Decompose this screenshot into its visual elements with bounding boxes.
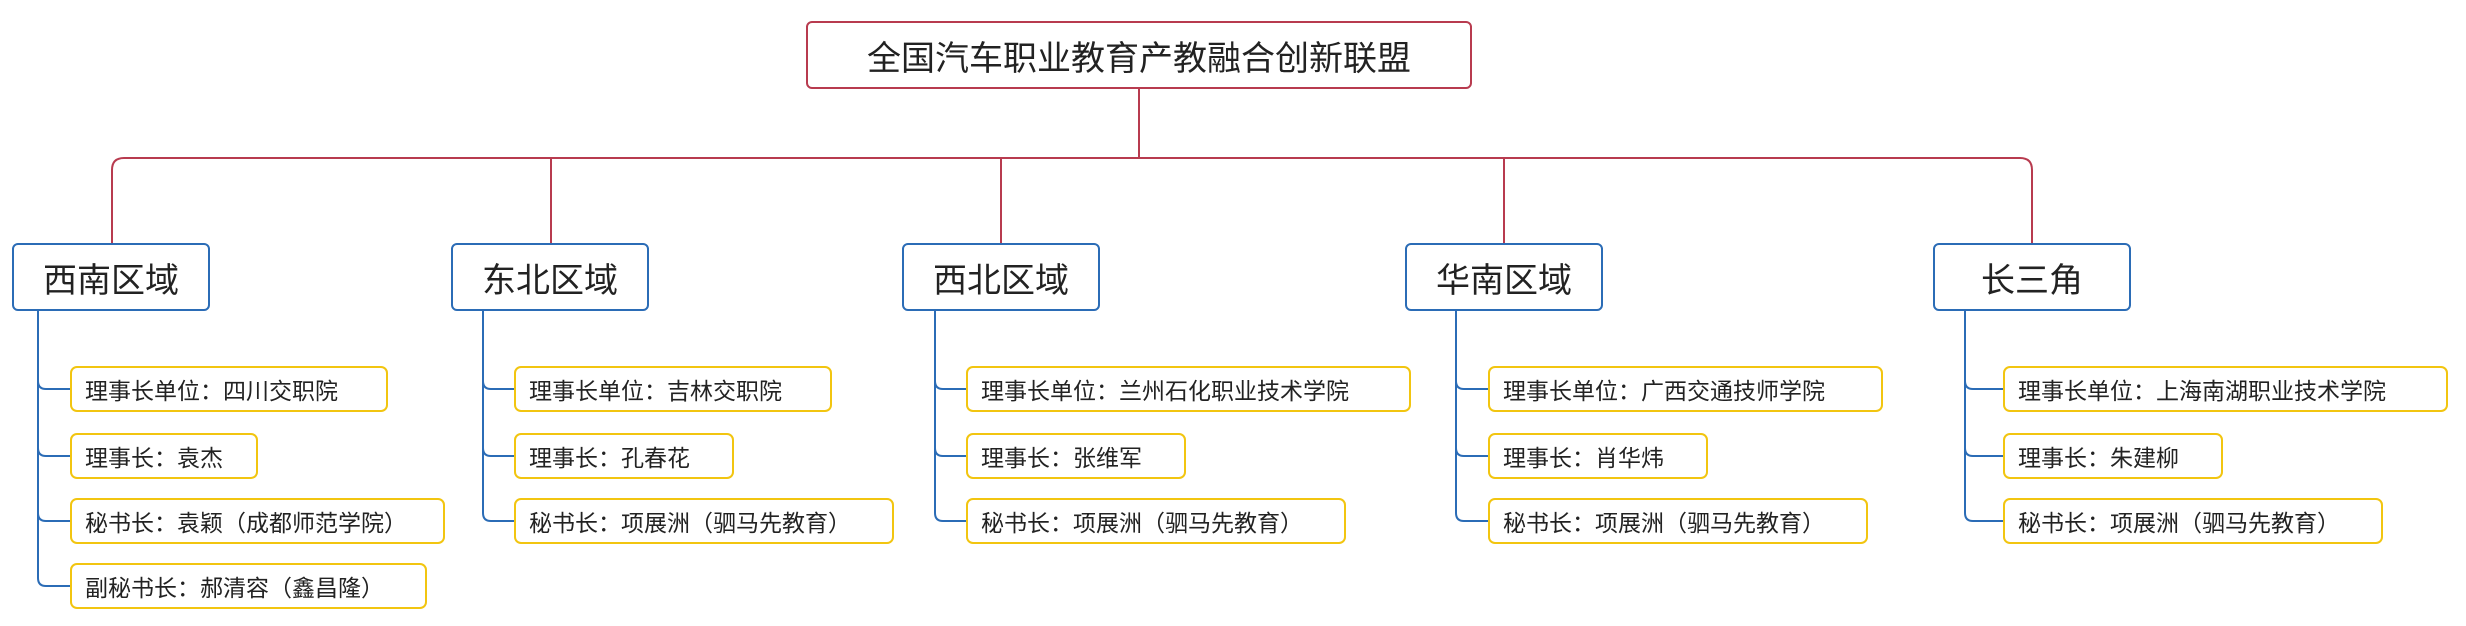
leaf-secretary-general: 秘书长：项展洲（驷马先教育） <box>514 498 894 544</box>
leaf-connector <box>37 512 70 522</box>
leaf-chairman: 理事长：袁杰 <box>70 433 258 479</box>
region-node-yangtze-delta: 长三角 <box>1933 243 2131 311</box>
region-branch-line <box>482 311 514 522</box>
region-node-northwest: 西北区域 <box>902 243 1100 311</box>
leaf-secretary-general: 秘书长：项展洲（驷马先教育） <box>2003 498 2383 544</box>
leaf-connector <box>934 380 966 390</box>
root-node: 全国汽车职业教育产教融合创新联盟 <box>806 21 1472 89</box>
leaf-chair-unit: 理事长单位：吉林交职院 <box>514 366 832 412</box>
leaf-secretary-general: 秘书长：袁颖（成都师范学院） <box>70 498 445 544</box>
leaf-secretary-general: 秘书长：项展洲（驷马先教育） <box>966 498 1346 544</box>
leaf-connector <box>934 447 966 457</box>
leaf-chair-unit: 理事长单位：上海南湖职业技术学院 <box>2003 366 2448 412</box>
leaf-chairman: 理事长：张维军 <box>966 433 1186 479</box>
root-title: 全国汽车职业教育产教融合创新联盟 <box>867 38 1411 79</box>
leaf-connector <box>37 380 70 390</box>
leaf-chair-unit: 理事长单位：兰州石化职业技术学院 <box>966 366 1411 412</box>
leaf-connector <box>1964 447 2003 457</box>
region-branch-line <box>37 311 70 587</box>
leaf-chairman: 理事长：朱建柳 <box>2003 433 2223 479</box>
leaf-connector <box>1964 380 2003 390</box>
leaf-deputy-secretary-general: 副秘书长：郝清容（鑫昌隆） <box>70 563 427 609</box>
region-node-northeast: 东北区域 <box>451 243 649 311</box>
region-node-south-china: 华南区域 <box>1405 243 1603 311</box>
leaf-chairman: 理事长：孔春花 <box>514 433 734 479</box>
region-branch-line <box>934 311 966 522</box>
leaf-chair-unit: 理事长单位：四川交职院 <box>70 366 388 412</box>
region-title: 西北区域 <box>933 260 1069 301</box>
trunk-line <box>111 157 2033 243</box>
leaf-chair-unit: 理事长单位：广西交通技师学院 <box>1488 366 1883 412</box>
leaf-connector <box>1455 447 1488 457</box>
region-title: 长三角 <box>1981 260 2083 301</box>
region-node-southwest: 西南区域 <box>12 243 210 311</box>
leaf-chairman: 理事长：肖华炜 <box>1488 433 1708 479</box>
leaf-secretary-general: 秘书长：项展洲（驷马先教育） <box>1488 498 1868 544</box>
leaf-connector <box>1455 380 1488 390</box>
region-title: 西南区域 <box>43 260 179 301</box>
leaf-connector <box>482 447 514 457</box>
region-branch-line <box>1964 311 2003 522</box>
region-title: 华南区域 <box>1436 260 1572 301</box>
region-title: 东北区域 <box>482 260 618 301</box>
leaf-connector <box>482 380 514 390</box>
leaf-connector <box>37 447 70 457</box>
region-branch-line <box>1455 311 1488 522</box>
